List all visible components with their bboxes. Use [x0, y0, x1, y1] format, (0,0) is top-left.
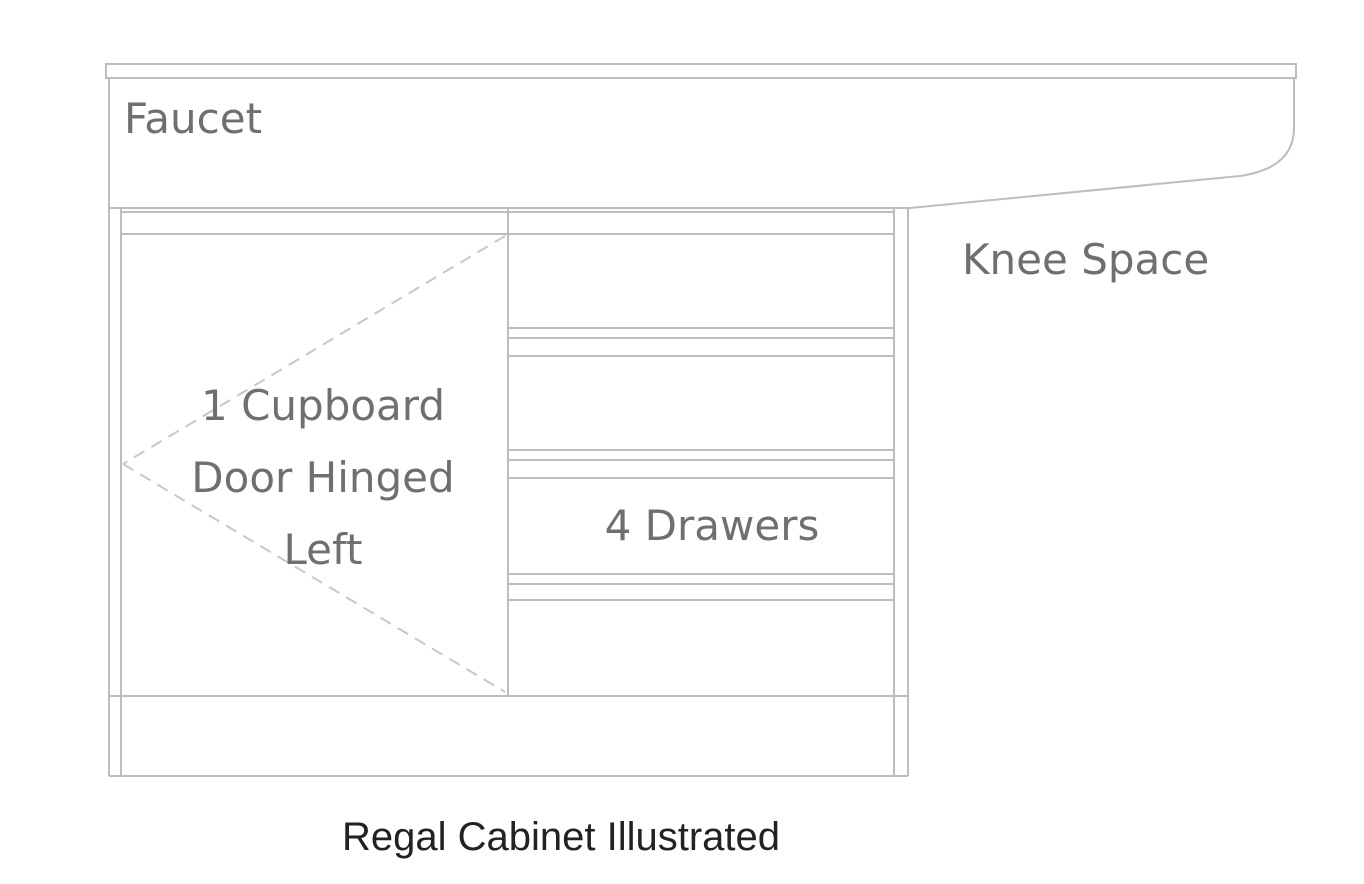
- countertop-top-edge: [105, 63, 1297, 79]
- countertop-body-outline: [108, 78, 1295, 209]
- hinge-line-lower: [122, 463, 506, 693]
- door-hinge-indicator: [122, 235, 506, 693]
- drawers-label: 4 Drawers: [605, 501, 820, 550]
- knee-space-label: Knee Space: [962, 235, 1209, 284]
- hinge-line-upper: [122, 235, 506, 465]
- drawer-separators: [508, 327, 894, 601]
- countertop: [105, 63, 1297, 209]
- diagram-caption: Regal Cabinet Illustrated: [342, 815, 780, 859]
- cupboard-label-line2: Door Hinged: [191, 453, 454, 502]
- faucet-label: Faucet: [124, 94, 262, 143]
- cupboard-label-line3: Left: [283, 525, 362, 574]
- cabinet-body: [108, 208, 909, 777]
- cupboard-label-line1: 1 Cupboard: [201, 381, 445, 430]
